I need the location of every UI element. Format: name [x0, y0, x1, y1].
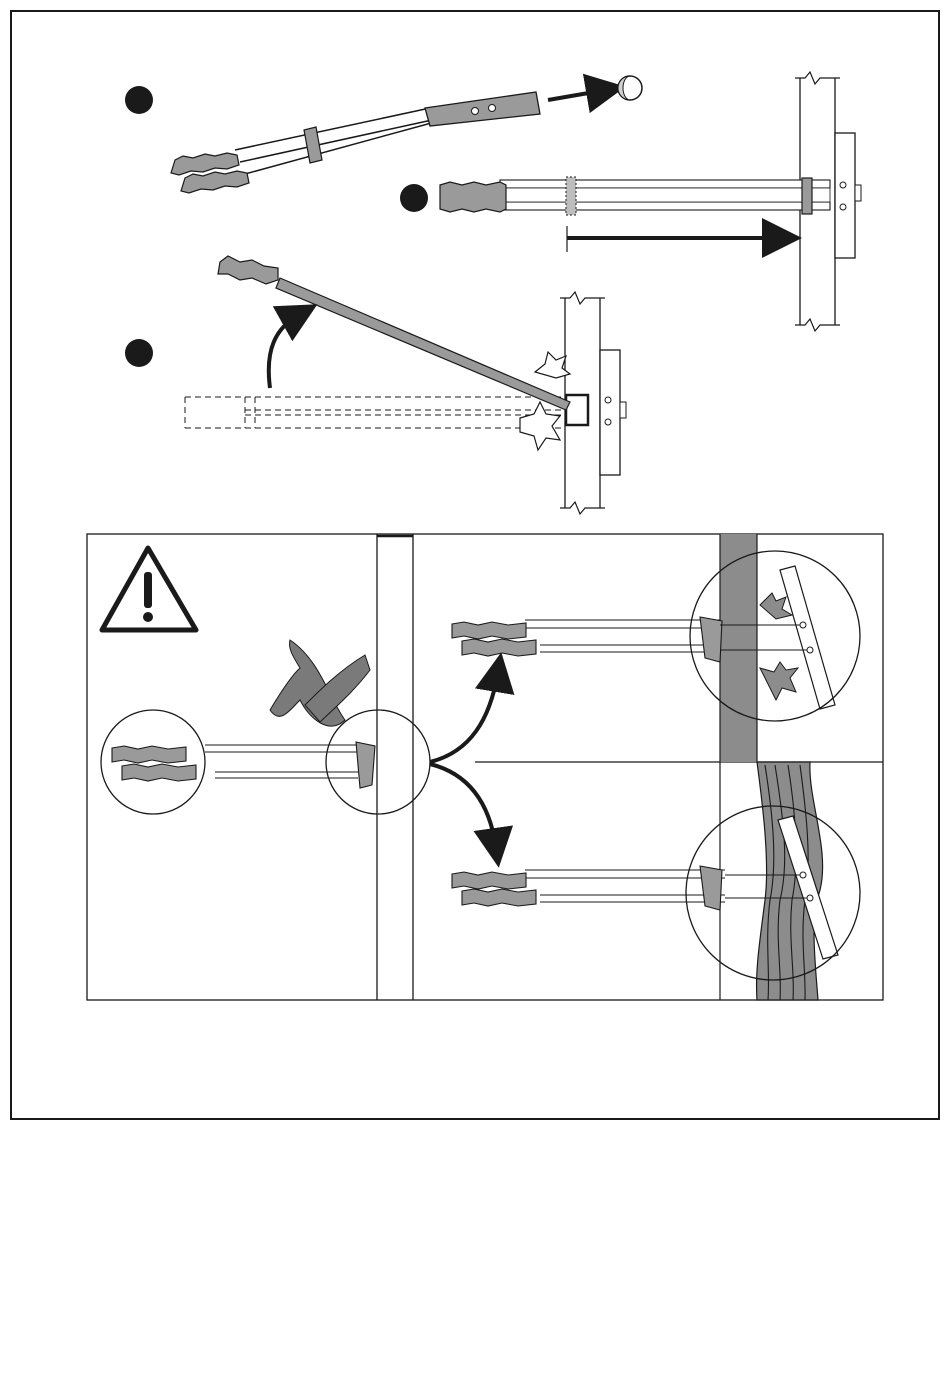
step-2-marker — [400, 184, 428, 212]
soft-wall-result-panel — [452, 762, 860, 1000]
arrow-icon — [430, 764, 496, 848]
step-3-illustration — [185, 256, 626, 514]
step-3-marker — [125, 339, 153, 367]
step-1-marker — [125, 86, 153, 114]
warning-triangle-icon — [102, 548, 196, 630]
x-mark-icon — [270, 640, 370, 726]
arrow-icon — [548, 90, 606, 100]
arrow-icon — [430, 672, 498, 762]
step-1-illustration — [171, 76, 642, 193]
warning-panel — [101, 534, 498, 1000]
ball-icon — [618, 76, 642, 100]
arrow-icon — [269, 314, 300, 388]
